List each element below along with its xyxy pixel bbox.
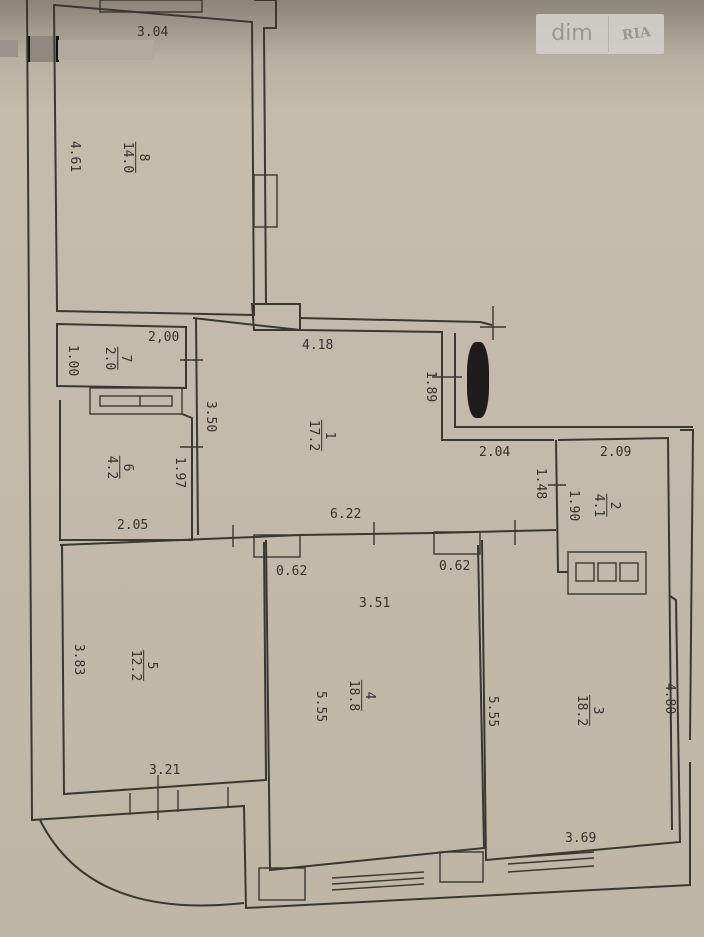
- dim-ria-watermark: dim RIA: [536, 14, 664, 54]
- vent-duct: [597, 562, 617, 582]
- column: [433, 531, 481, 555]
- room-number: 3: [589, 694, 606, 727]
- dim-room6-height: 1.97: [172, 456, 188, 489]
- dim-room4-door-right: 0.62: [439, 559, 471, 574]
- redacted-strip: [0, 40, 18, 57]
- room-number: 2: [606, 493, 623, 518]
- room-area: 2.0: [102, 346, 118, 371]
- window-room-3: [507, 851, 595, 873]
- room-3-label: 3 18.2: [574, 694, 606, 727]
- vent-duct: [619, 562, 639, 582]
- ventilation-block: [567, 551, 647, 595]
- room-number: 7: [117, 346, 134, 371]
- dim-room1-bottom: 6.22: [330, 507, 362, 522]
- room-number: 4: [361, 679, 378, 712]
- column: [253, 174, 278, 228]
- niche-wall: [454, 333, 693, 428]
- room-3-walls: [481, 539, 682, 862]
- dim-room1-step: 2.04: [479, 445, 511, 460]
- room-area: 18.2: [574, 694, 590, 727]
- dim-room1-niche: 1.89: [423, 370, 439, 403]
- room-2-walls: [557, 436, 673, 831]
- room-number: 8: [135, 141, 152, 174]
- dim-room4-height: 5.55: [313, 690, 329, 723]
- wall-room-1-top: [299, 317, 493, 326]
- room-6-label: 6 4.2: [104, 455, 136, 480]
- dim-room2-height: 1.90: [566, 489, 582, 522]
- dim-room7-height: 1.00: [65, 344, 81, 377]
- room-7-label: 7 2.0: [102, 346, 134, 371]
- wall-room-1: [192, 317, 554, 441]
- window-room-4: [331, 871, 425, 891]
- room-2-left-wall: [555, 439, 568, 573]
- room-2-label: 2 4.1: [591, 493, 623, 518]
- room-4-walls: [265, 539, 486, 872]
- room-5-label: 5 12.2: [128, 649, 160, 682]
- dim-room2-width: 2.09: [600, 445, 632, 460]
- column: [253, 534, 301, 558]
- dim-room6-width: 2.05: [117, 518, 149, 533]
- column: [258, 867, 306, 901]
- dim-room3-right: 4.80: [662, 682, 678, 715]
- watermark-dim: dim: [536, 16, 609, 52]
- redacted-scribble: [467, 342, 489, 418]
- wall-room-1-left: [195, 317, 199, 536]
- outer-wall-right: [680, 429, 695, 741]
- dim-room4-door-left: 0.62: [276, 564, 308, 579]
- room-7-walls: [56, 322, 187, 390]
- window-room-5: [129, 787, 229, 815]
- room-area: 18.8: [346, 679, 362, 712]
- dim-room7-width: 2,00: [148, 330, 180, 345]
- window-room-8: [99, 0, 203, 13]
- room-number: 5: [143, 649, 160, 682]
- room-number: 6: [119, 455, 136, 480]
- balcony-arc: [39, 819, 245, 907]
- ventilation-shaft: [89, 387, 183, 415]
- dim-room5-height: 3.83: [71, 643, 87, 676]
- dim-room3-width: 3.69: [565, 831, 597, 846]
- room-area: 4.1: [591, 493, 607, 518]
- room-area: 12.2: [128, 649, 144, 682]
- dim-room5-width: 3.21: [149, 763, 181, 778]
- room-area: 17.2: [306, 419, 322, 452]
- room-4-label: 4 18.8: [346, 679, 378, 712]
- dim-room8-width: 3.04: [137, 25, 169, 40]
- ventilation-shaft-inner: [99, 395, 173, 407]
- dim-room8-height: 4.61: [67, 140, 83, 173]
- room-area: 4.2: [104, 455, 120, 480]
- room-5-walls: [61, 541, 268, 796]
- partition: [254, 0, 277, 306]
- dim-room1-left: 3.50: [203, 400, 219, 433]
- dim-room4-width: 3.51: [359, 596, 391, 611]
- dim-room2-door: 1.48: [533, 467, 549, 500]
- vent-duct: [575, 562, 595, 582]
- room-8-walls: [52, 3, 256, 317]
- room-1-label: 1 17.2: [306, 419, 338, 452]
- redacted-strip: [58, 40, 154, 60]
- outer-wall: [26, 0, 691, 910]
- room-number: 1: [321, 419, 338, 452]
- dim-room3-left: 5.55: [485, 695, 501, 728]
- room-8-label: 8 14.0: [120, 141, 152, 174]
- dim-room1-top: 4.18: [302, 338, 334, 353]
- column: [439, 851, 484, 883]
- room-area: 14.0: [120, 141, 136, 174]
